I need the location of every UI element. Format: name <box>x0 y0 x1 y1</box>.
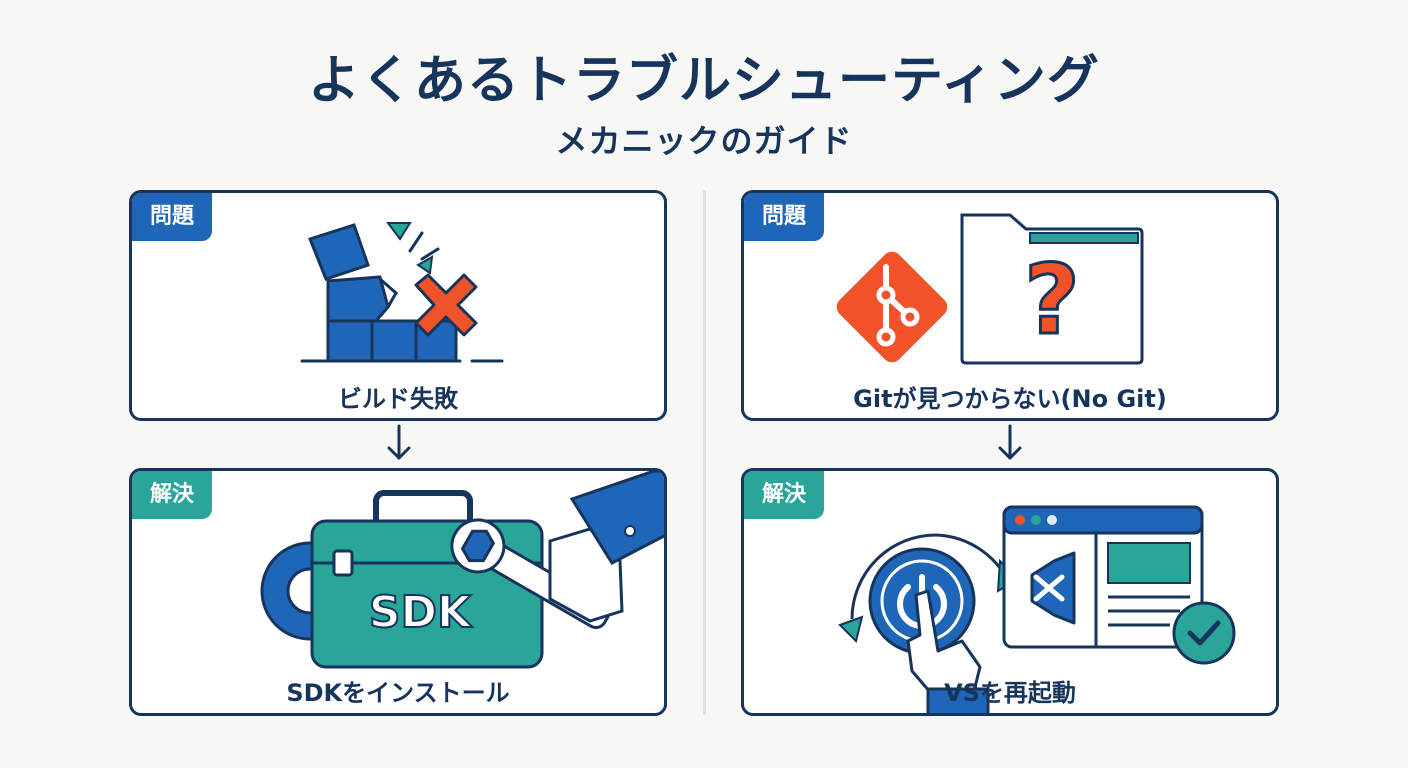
right-solution-tag: 解決 <box>744 471 825 519</box>
page-subtitle: メカニックのガイド <box>555 122 853 160</box>
left-solution-caption: SDKをインストール <box>286 679 510 707</box>
toolbox-sdk-label: SDK <box>369 587 473 638</box>
svg-text:?: ? <box>1024 244 1080 356</box>
right-solution-card: 解決 VSを再起動 <box>741 468 1279 716</box>
toolbox-wrench-icon: SDK <box>260 471 664 669</box>
left-problem-tag: 問題 <box>132 193 213 241</box>
left-solution-tag: 解決 <box>132 471 213 519</box>
right-solution-caption: VSを再起動 <box>944 679 1076 707</box>
right-problem-tag: 問題 <box>744 193 825 241</box>
left-problem-card: 問題 ビルド失敗 <box>129 190 667 421</box>
page-title: よくあるトラブルシューティング <box>308 51 1100 111</box>
left-down-arrow-icon <box>387 424 411 460</box>
left-solution-card: 解決 SDK SDKをインストール <box>129 468 667 716</box>
right-down-arrow-icon <box>998 424 1022 460</box>
right-problem-caption: Gitが見つからない(No Git) <box>853 385 1167 413</box>
right-problem-card: 問題 ? Gitが見つからない(No Git) <box>741 190 1279 421</box>
power-restart-vs-icon <box>838 505 1236 713</box>
column-divider <box>703 190 706 715</box>
git-folder-question-icon: ? <box>836 213 1144 365</box>
left-problem-caption: ビルド失敗 <box>338 385 458 413</box>
broken-blocks-x-icon <box>300 222 504 363</box>
